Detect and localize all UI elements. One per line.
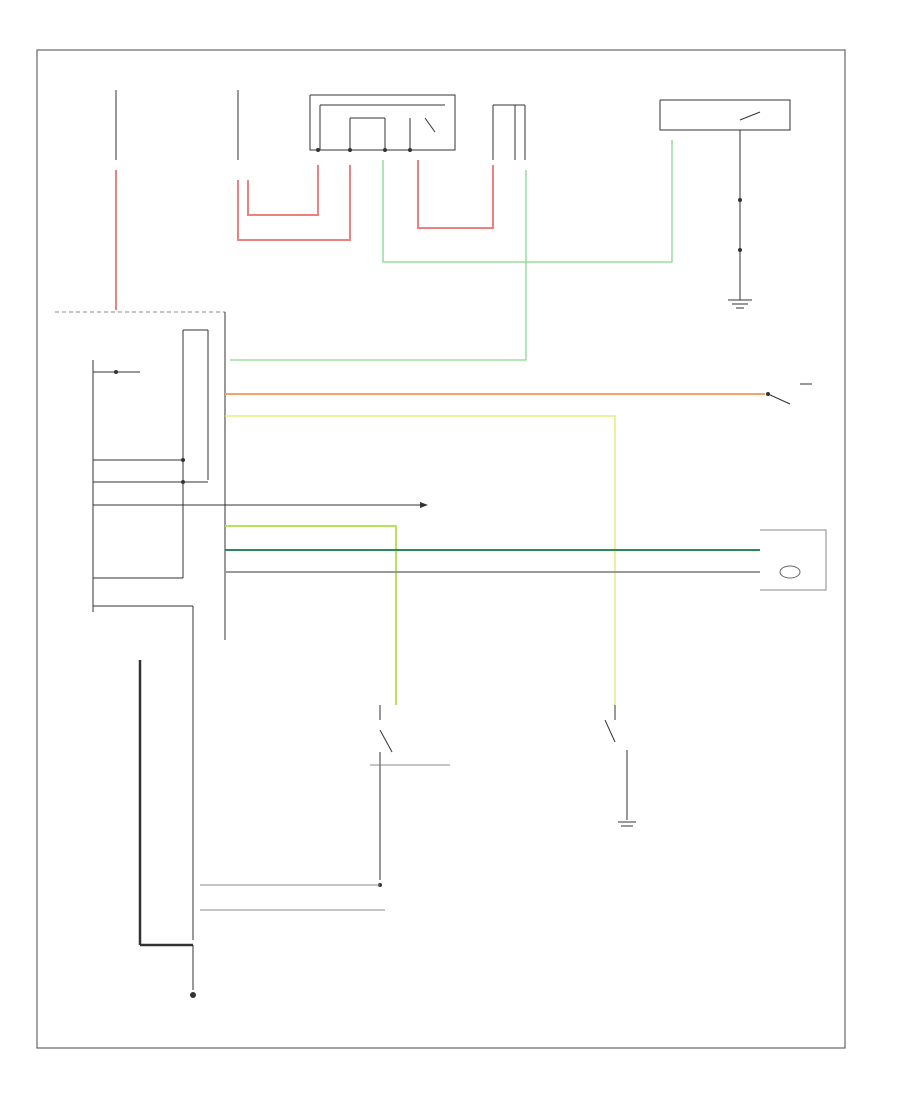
right-connector-box [760,529,827,591]
diagram-border [36,49,846,1049]
red-wire-3 [247,165,319,216]
green-wire-mid [230,170,527,361]
lower-switch-right [604,705,636,827]
yellow-wire [225,415,616,705]
green-wire-top [382,140,673,263]
right-switch [766,383,812,405]
top-fuse-feeds [115,90,526,160]
red-wire-2 [237,165,351,241]
lower-switch-left [200,705,450,911]
central-module [55,311,428,998]
top-relay-box [309,94,456,152]
yellow-green-wire [225,525,397,705]
green-wires [230,140,673,361]
red-wire-4 [417,160,494,229]
top-right-switch [659,99,791,309]
signal-wires [225,393,765,705]
red-wires [115,160,494,310]
